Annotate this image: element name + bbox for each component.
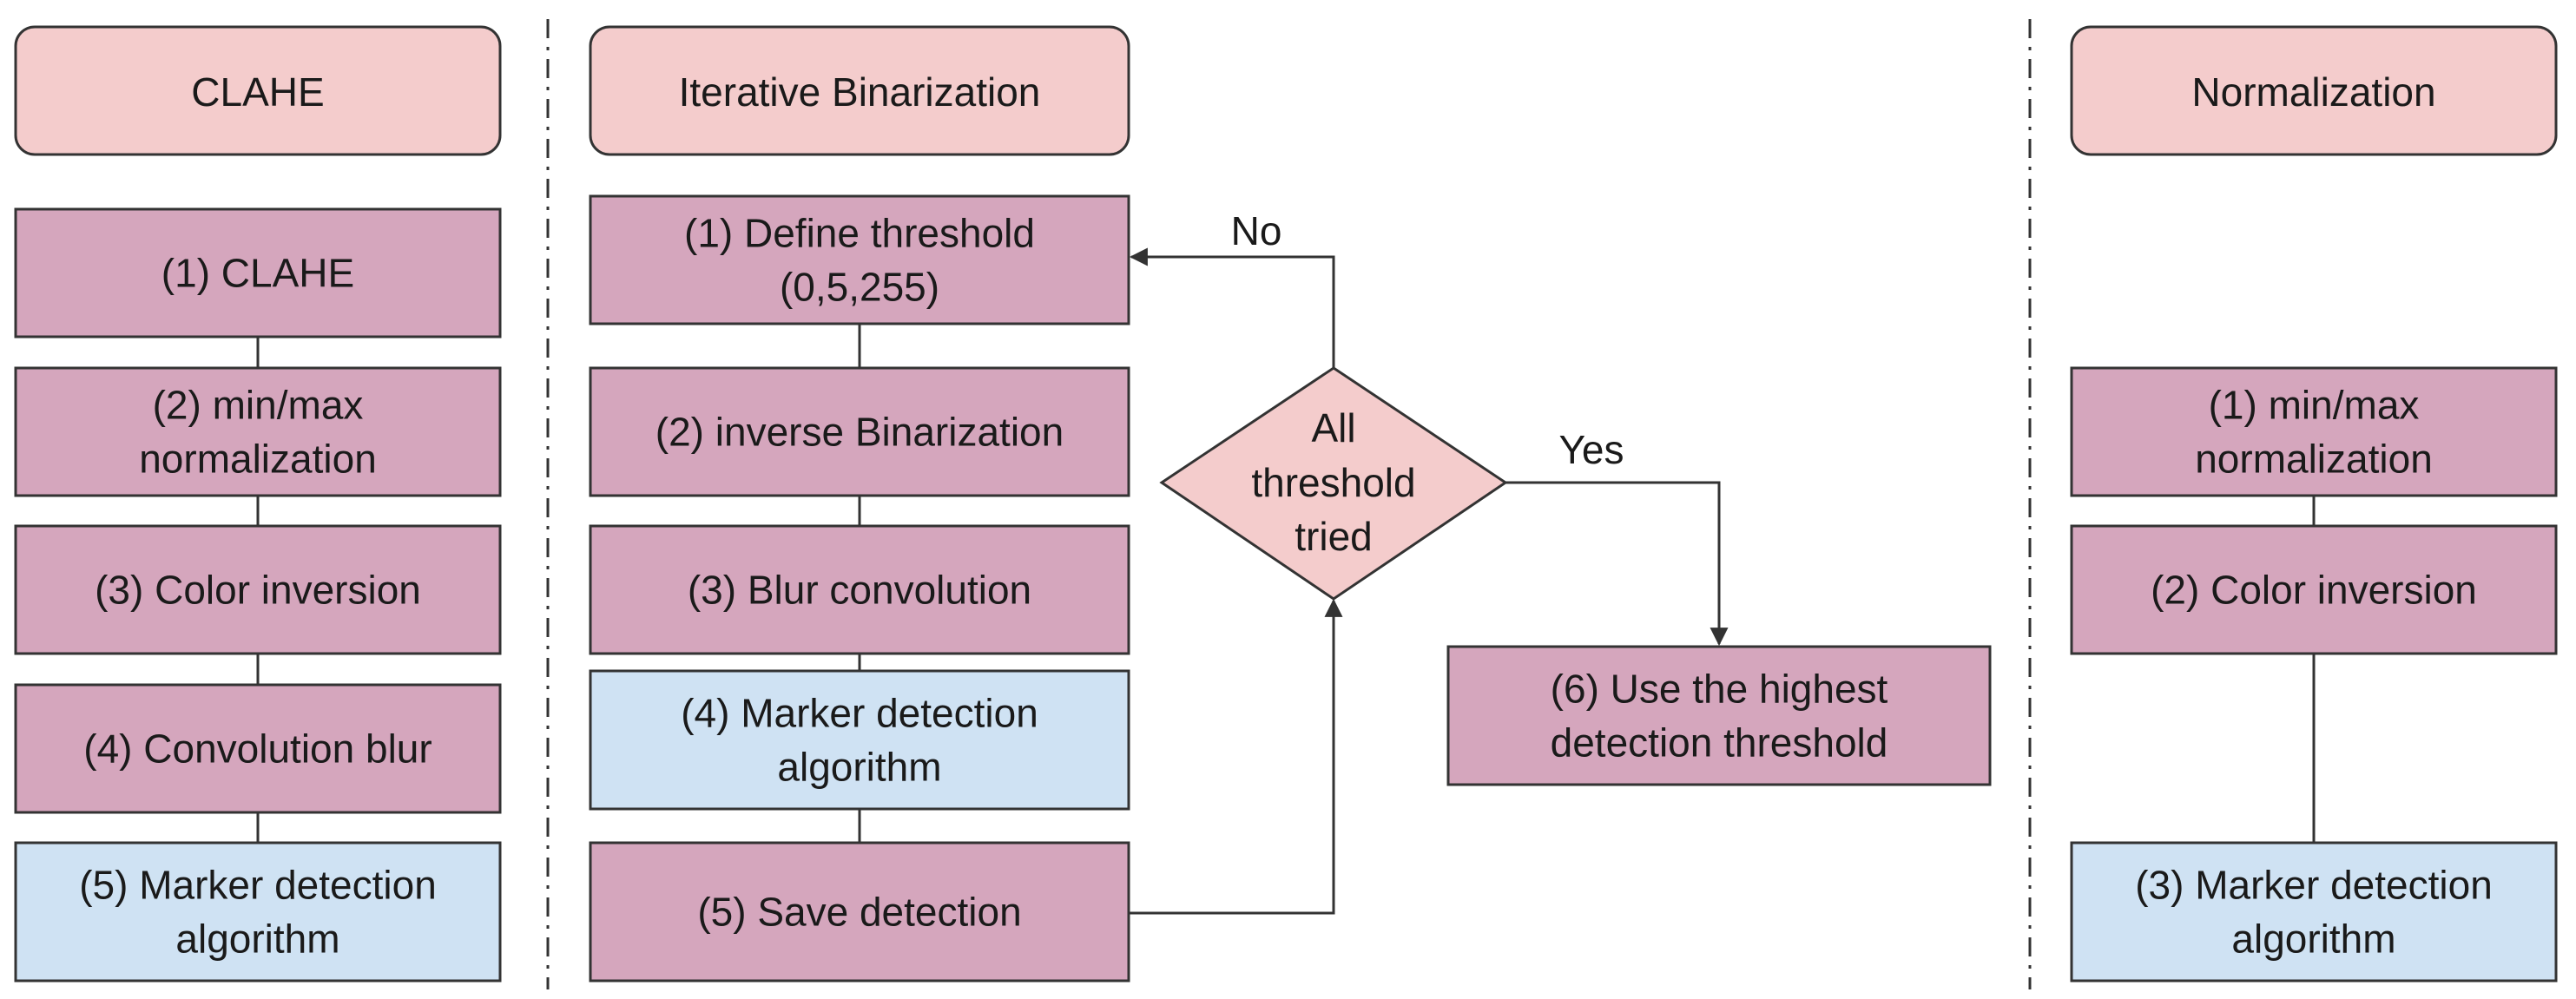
ib-step-1: (1) Define threshold (0,5,255) xyxy=(589,194,1130,325)
ib-step-6-final-box xyxy=(1446,645,1992,786)
ib-step-3-box xyxy=(589,524,1130,655)
ib-step-4-detector-label-line-1: (4) Marker detection xyxy=(681,691,1038,736)
decision-label-line-2: threshold xyxy=(1251,460,1415,505)
ib-step-5-label-line-1: (5) Save detection xyxy=(697,890,1021,935)
clahe-step-2-box xyxy=(14,366,502,497)
clahe-step-2-label-line-2: normalization xyxy=(139,437,377,482)
norm-step-1-label-line-1: (1) min/max xyxy=(2209,383,2420,428)
header-iterative-binarization-box xyxy=(589,25,1130,156)
header-normalization-box xyxy=(2070,25,2558,156)
header-clahe-label: CLAHE xyxy=(191,69,324,115)
header-iterative-binarization-label: Iterative Binarization xyxy=(679,69,1041,115)
ib-step-2-box xyxy=(589,366,1130,497)
norm-step-1-label-line-2: normalization xyxy=(2195,437,2433,482)
norm-step-1: (1) min/max normalization xyxy=(2070,366,2558,497)
norm-step-2: (2) Color inversion xyxy=(2070,524,2558,655)
clahe-step-4-label-line-1: (4) Convolution blur xyxy=(83,726,432,772)
clahe-step-5-detector-box xyxy=(14,841,502,983)
header-normalization: Normalization xyxy=(2070,25,2558,156)
clahe-step-1: (1) CLAHE xyxy=(14,207,502,338)
header-clahe-box xyxy=(14,25,502,156)
norm-step-3-detector: (3) Marker detection algorithm xyxy=(2070,841,2558,983)
clahe-step-1-label-line-1: (1) CLAHE xyxy=(161,251,354,296)
decision-diamond xyxy=(1159,366,1508,601)
decision-label-line-3: tried xyxy=(1295,514,1372,559)
norm-step-3-detector-box xyxy=(2070,841,2558,983)
arrow-save-to-decision xyxy=(1129,598,1343,915)
arrow-decision-no-to-define-threshold xyxy=(1129,247,1335,368)
ib-step-6-final-label-line-1: (6) Use the highest xyxy=(1551,667,1888,712)
clahe-step-2: (2) min/max normalization xyxy=(14,366,502,497)
ib-step-6-final-label-line-2: detection threshold xyxy=(1551,720,1888,766)
norm-step-3-detector-label-line-2: algorithm xyxy=(2231,917,2395,962)
connectors xyxy=(256,247,2316,915)
ib-step-2-label-line-1: (2) inverse Binarization xyxy=(656,410,1064,455)
ib-step-4-detector-box xyxy=(589,669,1130,811)
ib-step-1-box xyxy=(589,194,1130,325)
clahe-step-4-box xyxy=(14,683,502,814)
ib-step-4-detector-label-line-2: algorithm xyxy=(777,745,941,790)
ib-step-4-detector: (4) Marker detection algorithm xyxy=(589,669,1130,811)
edge-label-yes: Yes xyxy=(1558,427,1624,472)
clahe-step-5-detector-label-line-1: (5) Marker detection xyxy=(79,863,437,908)
decision-all-thresholds-tried: All threshold tried xyxy=(1159,366,1508,601)
header-normalization-label: Normalization xyxy=(2191,69,2435,115)
clahe-step-1-box xyxy=(14,207,502,338)
clahe-step-2-label-line-1: (2) min/max xyxy=(153,383,364,428)
ib-step-3: (3) Blur convolution xyxy=(589,524,1130,655)
decision-label-line-1: All xyxy=(1311,405,1355,450)
clahe-step-3: (3) Color inversion xyxy=(14,524,502,655)
clahe-step-4: (4) Convolution blur xyxy=(14,683,502,814)
norm-step-3-detector-label-line-1: (3) Marker detection xyxy=(2135,863,2493,908)
norm-step-2-label-line-1: (2) Color inversion xyxy=(2151,568,2477,613)
ib-step-2: (2) inverse Binarization xyxy=(589,366,1130,497)
ib-step-1-label-line-2: (0,5,255) xyxy=(780,265,939,310)
clahe-step-5-detector-label-line-2: algorithm xyxy=(175,917,339,962)
clahe-step-3-label-line-1: (3) Color inversion xyxy=(95,568,421,613)
ib-step-1-label-line-1: (1) Define threshold xyxy=(684,211,1035,256)
ib-step-3-label-line-1: (3) Blur convolution xyxy=(688,568,1031,613)
ib-step-5: (5) Save detection xyxy=(589,841,1130,983)
clahe-step-5-detector: (5) Marker detection algorithm xyxy=(14,841,502,983)
header-clahe: CLAHE xyxy=(14,25,502,156)
norm-step-2-box xyxy=(2070,524,2558,655)
arrow-decision-yes-to-final xyxy=(1505,481,1729,647)
clahe-step-3-box xyxy=(14,524,502,655)
ib-step-6-final: (6) Use the highest detection threshold xyxy=(1446,645,1992,786)
edge-label-no: No xyxy=(1231,208,1282,253)
norm-step-1-box xyxy=(2070,366,2558,497)
ib-step-5-box xyxy=(589,841,1130,983)
header-iterative-binarization: Iterative Binarization xyxy=(589,25,1130,156)
